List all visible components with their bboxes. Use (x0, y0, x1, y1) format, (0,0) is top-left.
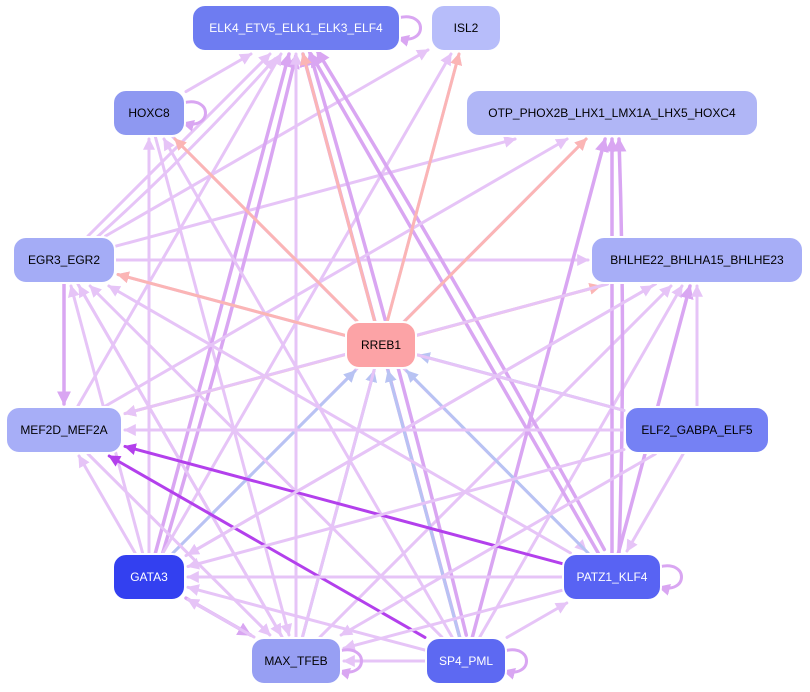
edge-hoxc8-to-elk4 (184, 52, 253, 94)
edge-elf2-to-patz1 (625, 452, 685, 553)
node-label: ELK4_ETV5_ELK1_ELK3_ELF4 (209, 21, 383, 35)
node-mef2d: MEF2D_MEF2A (5, 406, 123, 454)
edge-patz1-to-mef2d (123, 443, 564, 566)
node-bhlhe22: BHLHE22_BHLHA15_BHLHE23 (590, 236, 804, 284)
edge-rreb1-to-elk4 (300, 52, 377, 323)
edge-gata3-to-rreb1 (171, 369, 357, 555)
self-loop-patz1 (657, 564, 683, 596)
node-box (465, 89, 759, 137)
self-loop-elk4 (396, 15, 422, 47)
node-label: OTP_PHOX2B_LHX1_LMX1A_LHX5_HOXC4 (488, 106, 736, 120)
edge-patz1-to-max (342, 588, 564, 652)
edge-egr3-to-otp (114, 136, 517, 248)
node-gata3: GATA3 (112, 553, 186, 601)
edge-patz1-to-otp (612, 137, 627, 555)
node-box (5, 406, 123, 454)
edge-patz1-to-rreb1 (405, 369, 590, 555)
edge-mef2d-to-otp (104, 137, 569, 408)
self-loops-layer (181, 15, 683, 680)
edge-patz1-to-egr3 (107, 284, 572, 555)
node-label: ELF2_GABPA_ELF5 (641, 423, 752, 437)
node-isl2: ISL2 (430, 4, 502, 52)
self-loop-max (337, 648, 363, 680)
edge-gata3-to-mef2d (77, 454, 137, 555)
node-box (250, 637, 342, 685)
node-box (112, 553, 186, 601)
node-box (562, 553, 662, 601)
edge-rreb1-to-isl2 (385, 52, 462, 323)
edge-sp4-to-hoxc8 (162, 137, 454, 639)
node-label: SP4_PML (439, 654, 493, 668)
node-box (191, 4, 401, 52)
edge-rreb1-to-egr3 (116, 271, 347, 337)
edge-sp4-to-gata3 (186, 584, 427, 652)
node-box (12, 236, 116, 284)
node-label: GATA3 (130, 570, 168, 584)
node-hoxc8: HOXC8 (112, 89, 186, 137)
node-box (112, 89, 186, 137)
edge-patz1-to-elk4 (315, 48, 607, 552)
node-box (430, 4, 502, 52)
node-box (624, 406, 770, 454)
node-egr3: EGR3_EGR2 (12, 236, 116, 284)
node-label: BHLHE22_BHLHA15_BHLHE23 (610, 253, 784, 267)
node-label: PATZ1_KLF4 (577, 570, 648, 584)
edge-mef2d-to-max (86, 452, 272, 637)
node-sp4: SP4_PML (425, 637, 507, 685)
node-patz1: PATZ1_KLF4 (562, 553, 662, 601)
node-box (345, 321, 417, 369)
edge-rreb1-to-hoxc8 (173, 137, 359, 323)
node-max: MAX_TFEB (250, 637, 342, 685)
node-label: ISL2 (454, 21, 479, 35)
node-label: MAX_TFEB (264, 654, 327, 668)
node-elk4: ELK4_ETV5_ELK1_ELK3_ELF4 (191, 4, 401, 52)
edge-max-to-gata3 (186, 597, 256, 639)
edge-rreb1-to-otp (403, 137, 588, 323)
edge-gata3-to-isl2 (161, 52, 453, 555)
node-box (425, 637, 507, 685)
edge-elf2-to-max (339, 452, 657, 637)
node-otp: OTP_PHOX2B_LHX1_LMX1A_LHX5_HOXC4 (465, 89, 759, 137)
edge-elf2-to-gata3 (186, 448, 626, 570)
self-loop-sp4 (502, 648, 528, 680)
node-label: RREB1 (361, 338, 401, 352)
node-label: MEF2D_MEF2A (20, 423, 107, 437)
node-rreb1: RREB1 (345, 321, 417, 369)
edge-bhlhe22-to-gata3 (186, 282, 657, 556)
edge-mef2d-to-elk4 (76, 52, 283, 408)
self-loop-hoxc8 (181, 100, 207, 132)
edge-sp4-to-patz1 (505, 601, 569, 639)
node-label: EGR3_EGR2 (28, 253, 100, 267)
node-elf2: ELF2_GABPA_ELF5 (624, 406, 770, 454)
node-label: HOXC8 (128, 106, 170, 120)
node-box (590, 236, 804, 284)
